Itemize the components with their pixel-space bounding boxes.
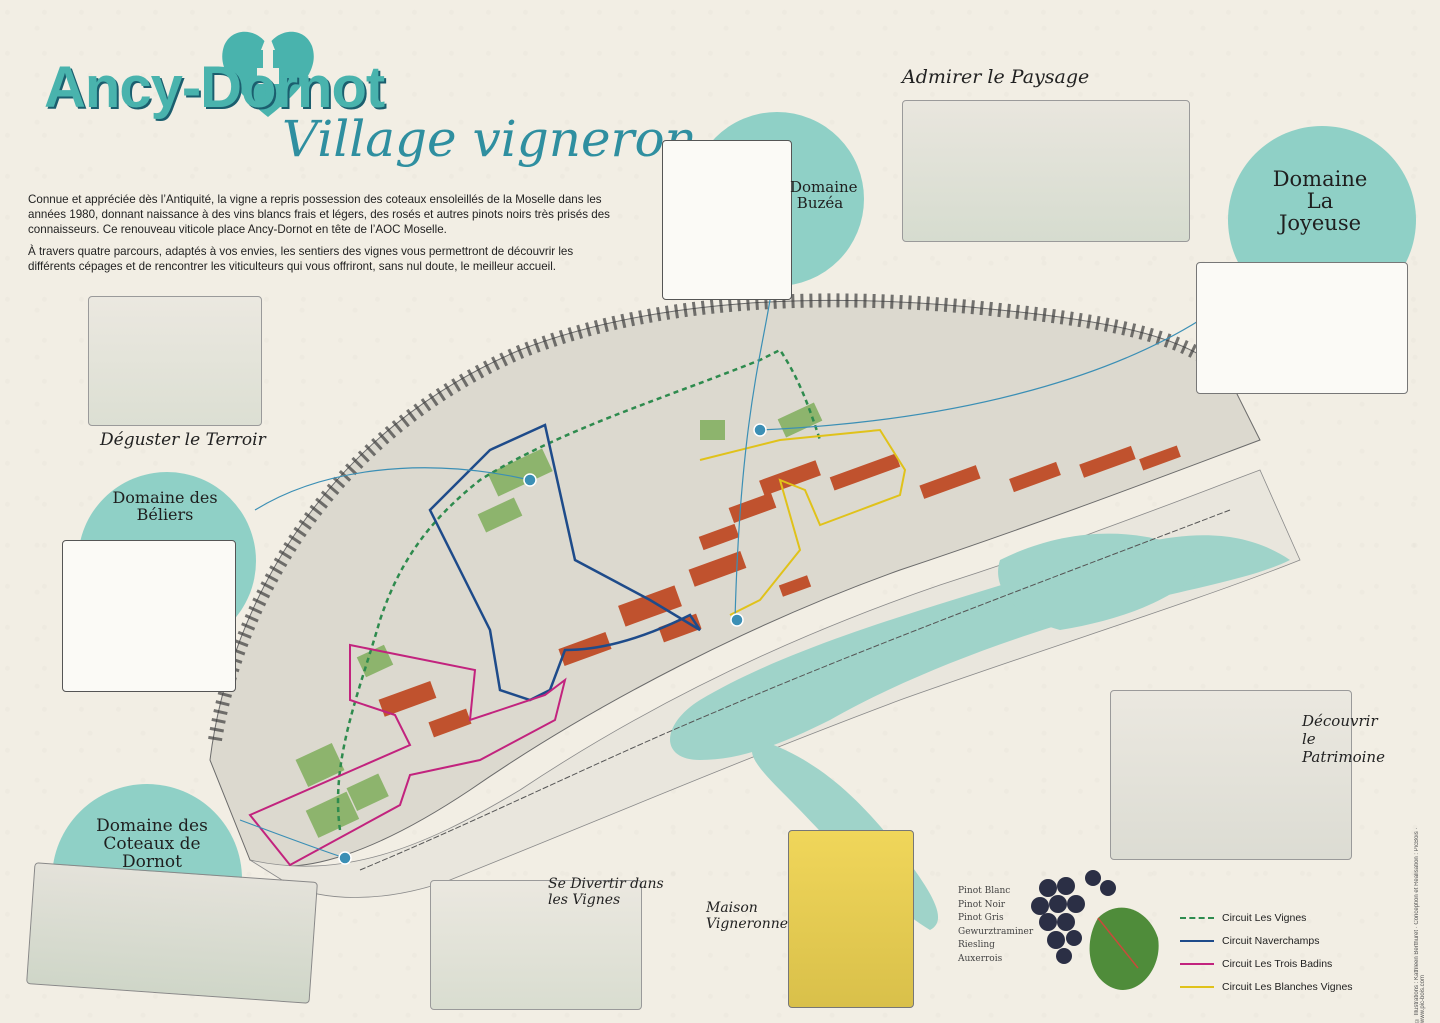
railway — [359, 509, 1231, 871]
grape-variety: Auxerrois — [958, 953, 1003, 964]
legend-row-trois-badins: Circuit Les Trois Badins — [1180, 952, 1380, 975]
river-arm — [998, 533, 1210, 630]
deguster-sketch — [88, 296, 262, 426]
page-subtitle: Village vigneron — [282, 110, 697, 168]
maison-vigneronne-sketch — [788, 830, 914, 1008]
beliers-building-sketch — [62, 540, 236, 692]
circuit-naverchamps — [428, 423, 702, 702]
maison-vigneronne-label: Maison Vigneronne — [706, 900, 789, 932]
decouvrir-patrimoine-label: Découvrir le Patrimoine — [1302, 712, 1385, 766]
divertir-label: Se Divertir dans les Vignes — [548, 876, 664, 908]
domaine-buzea-house-sketch — [662, 140, 792, 300]
legend-label: Circuit Les Blanches Vignes — [1222, 980, 1353, 993]
circuit-les-vignes — [336, 348, 822, 831]
credit-text: © Illustrations : Kathleen Berthuret · C… — [1414, 827, 1426, 1023]
legend-label: Circuit Naverchamps — [1222, 934, 1320, 947]
admirer-paysage-label: Admirer le Paysage — [902, 66, 1090, 88]
legend-swatch — [1180, 939, 1214, 942]
grape-variety: Pinot Noir — [958, 899, 1006, 910]
legend-label: Circuit Les Vignes — [1222, 911, 1307, 924]
circuit-legend: Circuit Les Vignes Circuit Naverchamps C… — [1180, 906, 1380, 998]
grape-varieties-list: Pinot Blanc Pinot Noir Pinot Gris Gewurz… — [958, 885, 1033, 966]
grape-variety: Pinot Gris — [958, 913, 1004, 923]
legend-row-les-vignes: Circuit Les Vignes — [1180, 906, 1380, 929]
legend-swatch — [1180, 962, 1214, 965]
divertir-sketch — [430, 880, 642, 1010]
intro-paragraph-1: Connue et appréciée dès l’Antiquité, la … — [28, 193, 610, 237]
la-joyeuse-house-sketch — [1196, 262, 1408, 394]
grape-variety: Riesling — [958, 940, 995, 950]
heart-church-logo-icon — [222, 31, 314, 118]
legend-row-naverchamps: Circuit Naverchamps — [1180, 929, 1380, 952]
coteaux-vineyard-sketch — [26, 862, 318, 1004]
legend-label: Circuit Les Trois Badins — [1222, 957, 1333, 970]
brand-title: Ancy-Dornot — [44, 55, 385, 120]
tree-rim — [208, 293, 1236, 742]
circuit-les-blanches-vignes — [699, 428, 907, 616]
patrimoine-sketch — [1110, 690, 1352, 860]
intro-text: Connue et appréciée dès l’Antiquité, la … — [28, 192, 610, 280]
domaine-la-joyeuse-label: Domaine La Joyeuse — [1272, 167, 1368, 236]
intro-paragraph-2: À travers quatre parcours, adaptés à vos… — [28, 244, 574, 273]
map-markers — [338, 423, 767, 865]
deguster-terroir-label: Déguster le Terroir — [100, 430, 266, 450]
connector-lines — [239, 299, 1201, 859]
landscape-sketch — [902, 100, 1190, 242]
village-roofs — [378, 445, 1181, 738]
grapes-icon — [1031, 870, 1159, 990]
domaine-coteaux-dornot-label: Domaine des Coteaux de Dornot — [96, 816, 208, 872]
domaine-des-beliers-label: Domaine des Béliers — [112, 488, 218, 524]
legend-swatch — [1180, 916, 1214, 919]
domaine-buzea-label: Domaine Buzéa — [790, 178, 858, 212]
circuit-les-trois-badins — [248, 643, 567, 867]
grape-variety: Pinot Blanc — [958, 886, 1011, 896]
legend-row-blanches-vignes: Circuit Les Blanches Vignes — [1180, 975, 1380, 998]
grape-variety: Gewurztraminer — [958, 926, 1034, 937]
legend-swatch — [1180, 985, 1214, 988]
